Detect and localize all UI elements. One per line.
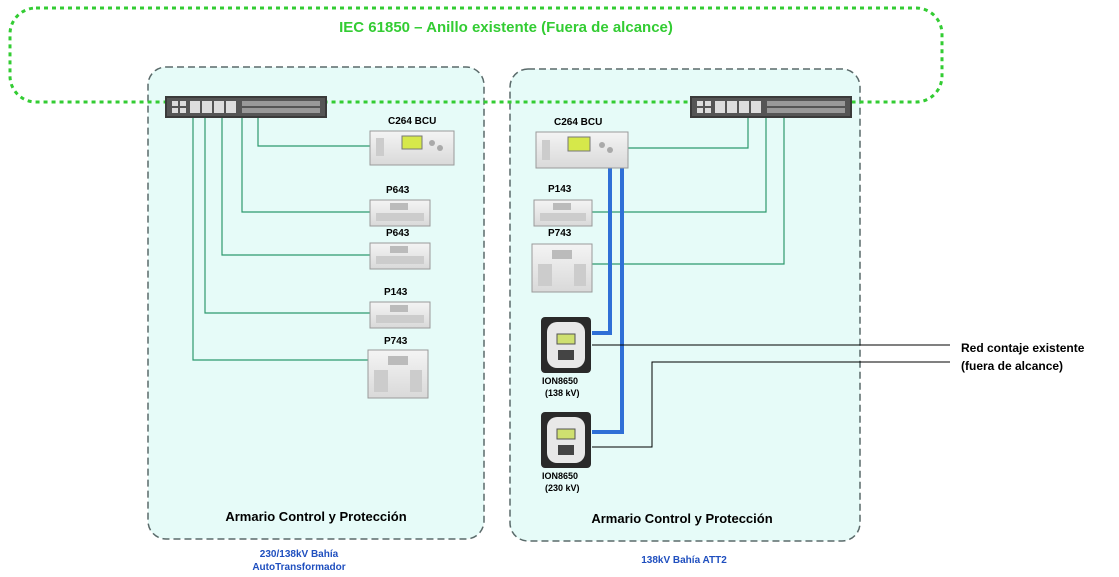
ion8650-138-device (541, 317, 591, 373)
left-cabinet-title: Armario Control y Protección (225, 509, 406, 524)
left-p643a-device (369, 199, 431, 227)
left-switch (165, 96, 327, 118)
ion8650-230-kv: (230 kV) (545, 483, 580, 493)
left-p743-label: P743 (384, 336, 408, 347)
iec61850-ring (8, 6, 944, 104)
left-links (192, 118, 370, 361)
right-c264-label: C264 BCU (554, 117, 602, 128)
left-p643b-label: P643 (386, 228, 410, 239)
right-caption: 138kV Bahía ATT2 (641, 555, 727, 566)
right-p143-device (533, 199, 593, 227)
left-p643a-label: P643 (386, 185, 410, 196)
right-c264-device (535, 131, 629, 169)
left-caption-line2: AutoTransformador (252, 562, 345, 573)
metering-links (592, 344, 950, 448)
right-links (592, 118, 785, 265)
right-p743-device (531, 243, 593, 293)
left-p743-device (367, 349, 429, 399)
blue-links (592, 168, 624, 434)
ring-label: IEC 61850 – Anillo existente (Fuera de a… (339, 19, 673, 36)
right-cabinet (509, 68, 861, 542)
left-c264-device (369, 130, 455, 166)
left-c264-label: C264 BCU (388, 116, 436, 127)
left-caption-line1: 230/138kV Bahía (260, 549, 339, 560)
left-p143-device (369, 301, 431, 329)
ion8650-230-name: ION8650 (542, 471, 578, 481)
right-p743-label: P743 (548, 228, 572, 239)
right-cabinet-title: Armario Control y Protección (591, 511, 772, 526)
right-p143-label: P143 (548, 184, 572, 195)
ion8650-138-name: ION8650 (542, 376, 578, 386)
left-cabinet (147, 66, 485, 540)
left-p143-label: P143 (384, 287, 408, 298)
left-p643b-device (369, 242, 431, 270)
external-network-line1: Red contaje existente (961, 341, 1085, 355)
external-network-line2: (fuera de alcance) (961, 359, 1063, 373)
ion8650-230-device (541, 412, 591, 468)
ion8650-138-kv: (138 kV) (545, 388, 580, 398)
right-switch (690, 96, 852, 118)
